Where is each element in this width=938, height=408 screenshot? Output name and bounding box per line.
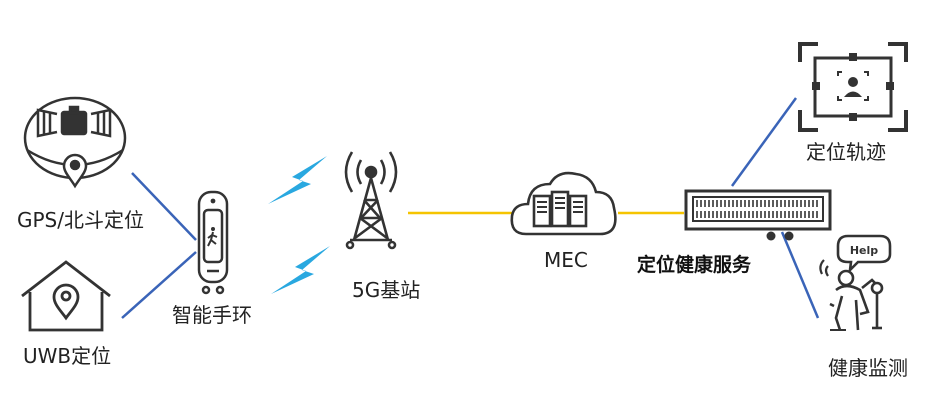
smart-band-label: 智能手环 — [172, 303, 252, 327]
lightning-icon — [271, 246, 330, 294]
location-track-label: 定位轨迹 — [806, 140, 886, 164]
lightning-icons — [268, 156, 330, 294]
help-bubble-text: Help — [850, 244, 878, 257]
uwb-label: UWB定位 — [23, 344, 112, 368]
lightning-icon — [268, 156, 327, 204]
base-station-label: 5G基站 — [352, 278, 421, 302]
link-service-track — [730, 97, 798, 187]
mec-label: MEC — [544, 248, 588, 272]
cell-tower-icon — [344, 151, 398, 250]
smart-band-icon — [197, 190, 229, 295]
cloud-server-icon — [510, 171, 617, 236]
person-frame-icon — [798, 42, 908, 132]
link-service-health — [780, 231, 820, 319]
house-location-icon — [21, 260, 111, 332]
location-health-service-label: 定位健康服务 — [637, 254, 752, 276]
gps-beidou-label: GPS/北斗定位 — [17, 208, 144, 232]
blue-links — [121, 97, 820, 319]
link-gps-band — [131, 172, 197, 241]
health-monitoring-label: 健康监测 — [828, 356, 908, 380]
link-uwb-band — [121, 251, 197, 319]
elderly-help-icon: Help — [819, 234, 892, 331]
satellite-icon — [23, 96, 127, 189]
server-rack-icon — [684, 189, 832, 241]
